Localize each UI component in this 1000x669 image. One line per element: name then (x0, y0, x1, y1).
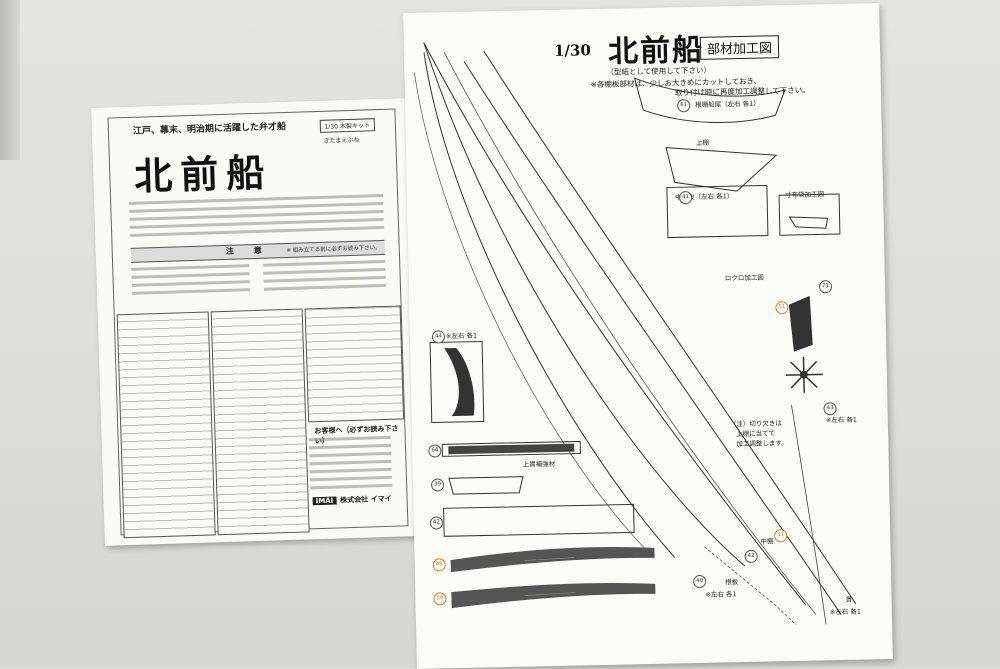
label-61: 根棚船尾（左右 各1） (695, 99, 760, 109)
text-line (263, 259, 386, 267)
caution-note: ※ 組み立てる前に必ずお読み下さい。 (286, 245, 381, 255)
label-nebo-lr: ※左右 各1 (705, 590, 737, 599)
label-chudana2: 中棚 (760, 537, 774, 546)
label-nuki-lr: ※左右 各1 (829, 607, 862, 617)
label-44: ※左右 各1 (445, 331, 478, 341)
template-note-1: （型紙として使用して下さい） (606, 65, 712, 77)
parts-table-3 (304, 305, 405, 423)
sheet-frame: 江戸、幕末、明治期に活躍した弁才船 1/30 木製キット きたまえぶね 北前船 … (107, 108, 409, 539)
label-kamidana-lr: ※左右 各1 (825, 415, 858, 425)
text-line (263, 267, 386, 275)
label-nuki: 貫 (845, 595, 853, 604)
caution-bar: 注 意 ※ 組み立てる前に必ずお読み下さい。 (130, 239, 385, 263)
instruction-sheet: 江戸、幕末、明治期に活躍した弁才船 1/30 木製キット きたまえぶね 北前船 … (91, 98, 421, 546)
parts-table-1 (116, 311, 216, 539)
label-rokuro: ロクロ加工図 (724, 273, 764, 283)
title-reading: きたまえぶね (323, 136, 360, 145)
text-line (263, 275, 386, 283)
text-line (309, 451, 392, 458)
maker-company: 株式会社 イマイ (340, 494, 392, 505)
sheet-subtitle: 江戸、幕末、明治期に活躍した弁才船 (132, 121, 287, 137)
text-line (131, 280, 250, 287)
template-title-box: 部材加工図 (699, 35, 780, 60)
label-uenuki: 上貫補強材 (522, 459, 556, 469)
customer-notice-title: お客様へ（必ずお読み下さい） (314, 424, 399, 446)
template-scale: 1/30 (553, 41, 591, 60)
text-line (309, 459, 392, 466)
kit-tag: 1/30 木製キット (319, 118, 376, 133)
sheet-title: 北前船 (133, 149, 274, 199)
maker-logo: IMAI (312, 496, 337, 506)
text-line (309, 475, 392, 482)
hull-template-drawing (414, 42, 857, 626)
label-cut-3: 加工調整します。 (736, 439, 788, 449)
text-line (309, 467, 392, 474)
label-kamidana: 上棚 (695, 138, 710, 147)
text-line (310, 483, 393, 490)
template-sheet: 1/30 北前船 部材加工図 （型紙として使用して下さい） ※各棚板部材は、少し… (403, 3, 893, 669)
parts-table-2 (210, 308, 310, 536)
text-line (131, 272, 250, 279)
label-nebo: 根板 (725, 578, 739, 587)
text-line (263, 283, 386, 291)
template-title: 北前船 (607, 32, 705, 70)
label-sunbukuro: 寸布袋加工図 (784, 190, 825, 200)
text-line (131, 288, 251, 295)
edge-shadow (0, 0, 20, 160)
caution-title: 注 意 (225, 245, 268, 256)
text-line (131, 264, 250, 271)
